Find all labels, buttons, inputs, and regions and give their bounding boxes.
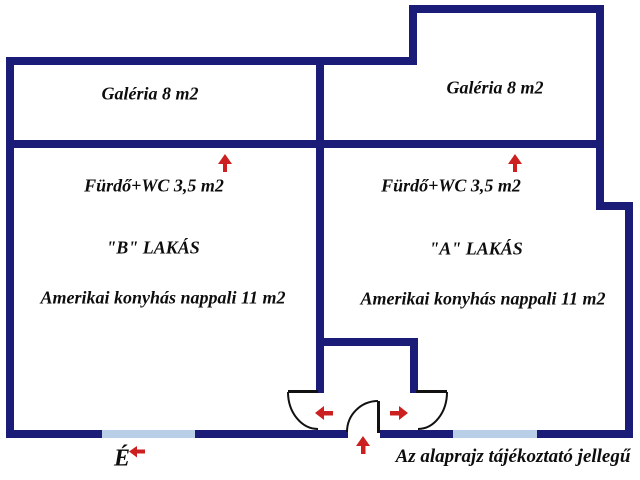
wall-bottom-2 bbox=[195, 430, 348, 438]
galeria-b-label: Galéria 8 m2 bbox=[101, 83, 199, 104]
unit-b-label: "B" LAKÁS bbox=[106, 237, 200, 258]
up-arrow-entry-icon bbox=[356, 436, 370, 454]
door-unit-a bbox=[416, 390, 448, 430]
bathroom-b-label: Fürdő+WC 3,5 m2 bbox=[84, 175, 224, 196]
wall-bottom-1 bbox=[6, 430, 102, 438]
door-unit-b bbox=[287, 390, 319, 430]
disclaimer-note: Az alaprajz tájékoztató jellegű bbox=[395, 446, 631, 467]
window-unit-b bbox=[102, 430, 195, 438]
wall-bottom-4 bbox=[537, 430, 633, 438]
wall-vestibule-top bbox=[316, 338, 418, 346]
wall-right-lower bbox=[625, 202, 633, 438]
wall-bottom-3 bbox=[380, 430, 453, 438]
wall-vestibule-right bbox=[410, 338, 418, 393]
wall-right-step bbox=[596, 202, 633, 210]
up-arrow-bathroom-a-icon bbox=[508, 154, 522, 172]
living-b-label: Amerikai konyhás nappali 11 m2 bbox=[40, 287, 286, 308]
wall-central-divider bbox=[316, 57, 324, 346]
wall-upper-left-unit-a bbox=[409, 5, 417, 65]
bathroom-a-label: Fürdő+WC 3,5 m2 bbox=[381, 175, 521, 196]
north-symbol: É bbox=[113, 445, 131, 472]
up-arrow-bathroom-b-icon bbox=[218, 154, 232, 172]
left-arrow-door-b-icon bbox=[315, 406, 333, 420]
wall-right-upper bbox=[596, 5, 604, 210]
wall-top-unit-b bbox=[6, 57, 417, 65]
wall-vestibule-left bbox=[316, 338, 324, 393]
wall-galeria-divider bbox=[6, 140, 604, 148]
wall-top-unit-a bbox=[409, 5, 604, 13]
unit-a-label: "A" LAKÁS bbox=[429, 238, 523, 259]
galeria-a-label: Galéria 8 m2 bbox=[446, 77, 544, 98]
door-entry bbox=[346, 400, 380, 433]
right-arrow-door-a-icon bbox=[390, 406, 408, 420]
left-arrow-north-icon bbox=[129, 446, 145, 458]
wall-left-exterior bbox=[6, 57, 14, 438]
window-unit-a bbox=[453, 430, 537, 438]
living-a-label: Amerikai konyhás nappali 11 m2 bbox=[360, 288, 606, 309]
